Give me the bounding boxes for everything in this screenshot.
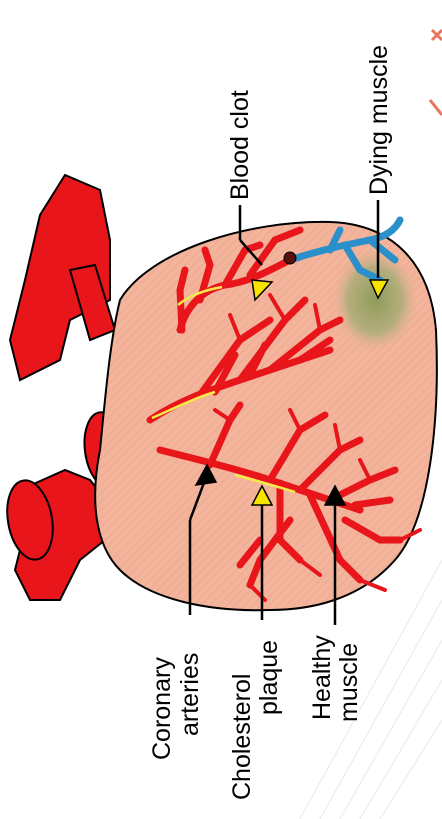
blood-clot [284,252,296,264]
label-healthy-line2: muscle [335,643,363,722]
label-blood-clot: Blood clot [226,90,254,200]
label-coronary-line2: arteries [176,653,204,736]
dying-muscle-zone [330,245,420,355]
label-cholesterol-line1: Cholesterol [228,674,256,800]
label-healthy-line1: Healthy [308,635,336,720]
label-coronary-line1: Coronary [148,657,176,760]
label-dying-muscle: Dying muscle [365,45,393,195]
corner-decoration [430,30,442,115]
label-cholesterol-line2: plaque [255,640,283,715]
